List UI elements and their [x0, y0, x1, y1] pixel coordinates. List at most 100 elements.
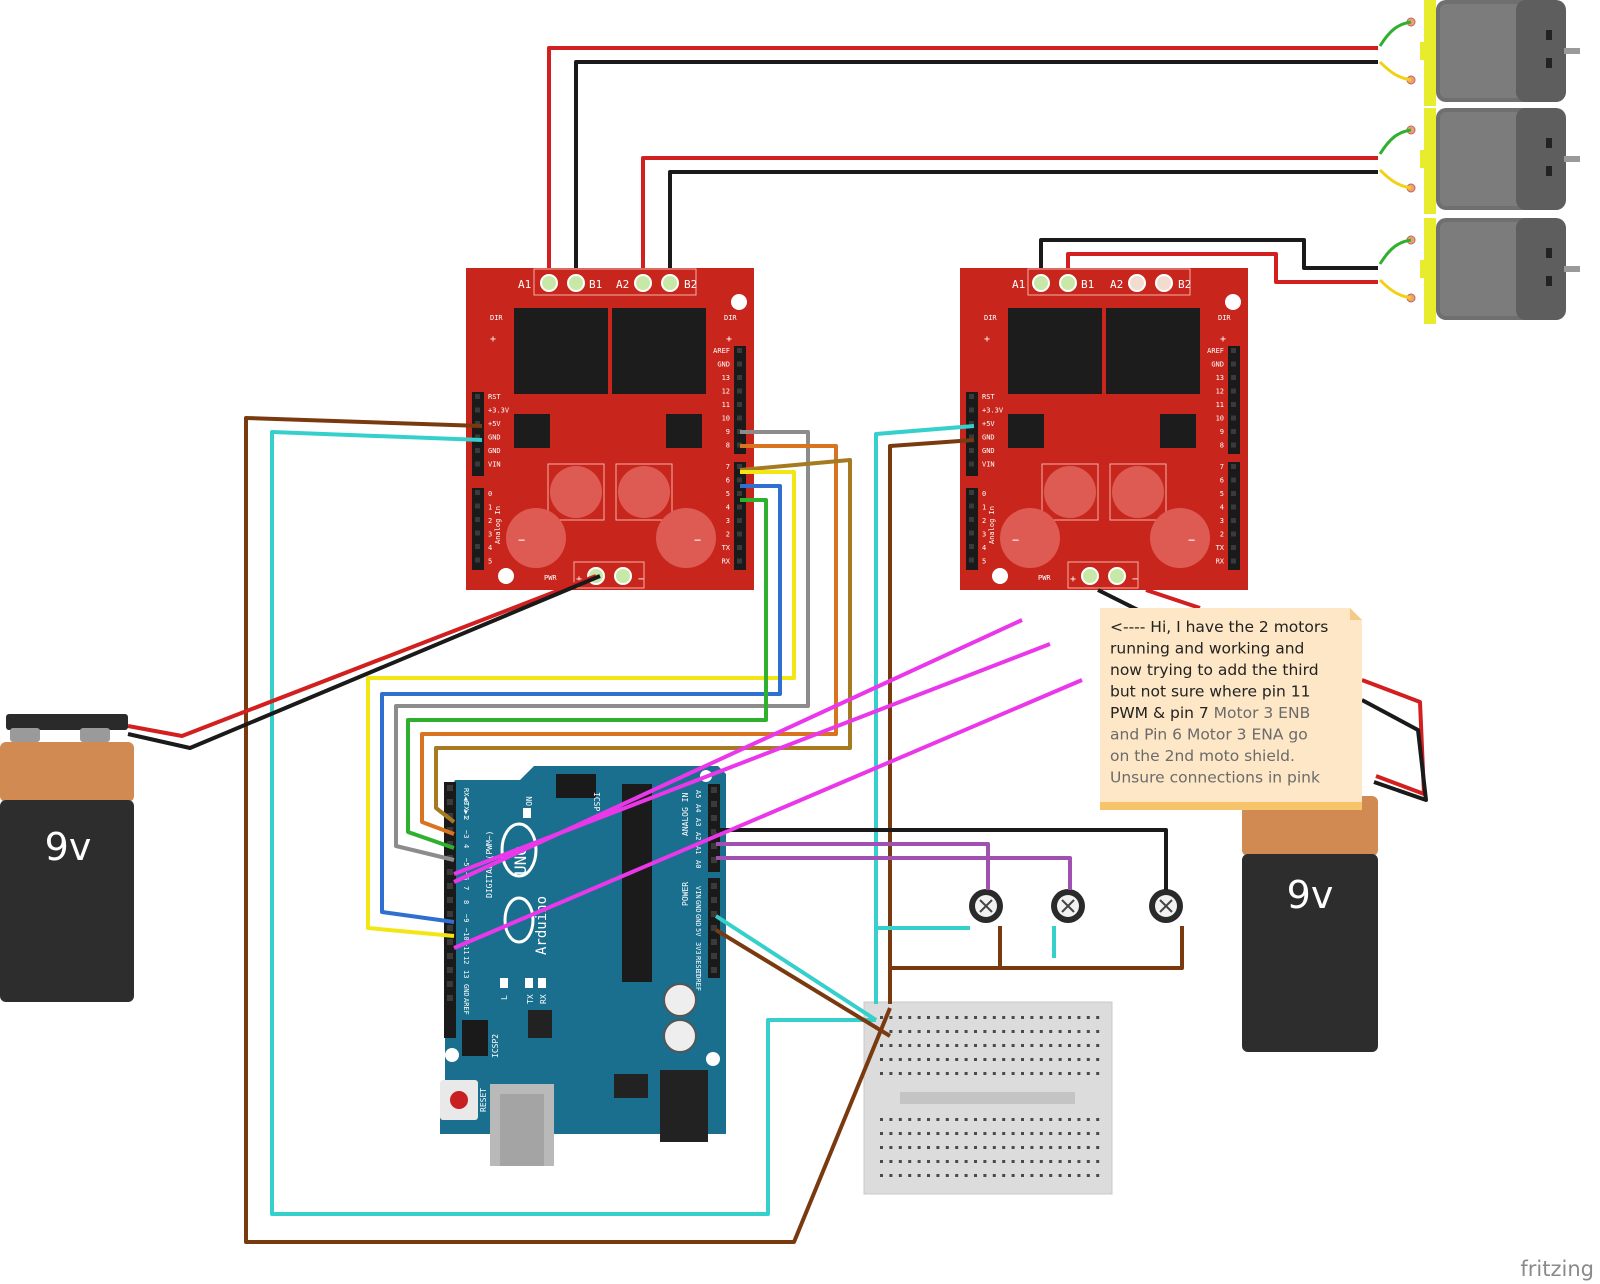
breadboard-hole[interactable]: [992, 1030, 996, 1033]
shield-pin[interactable]: [1231, 415, 1236, 421]
breadboard-hole[interactable]: [955, 1072, 959, 1075]
arduino-digital-pin[interactable]: [447, 995, 453, 1001]
breadboard-hole[interactable]: [1058, 1044, 1062, 1047]
breadboard-hole[interactable]: [898, 1016, 902, 1019]
shield-pin[interactable]: [475, 490, 480, 495]
breadboard-hole[interactable]: [1039, 1160, 1043, 1163]
shield2-power-plus-terminal[interactable]: [1081, 567, 1099, 585]
breadboard-hole[interactable]: [1086, 1058, 1090, 1061]
breadboard-hole[interactable]: [908, 1160, 912, 1163]
motor-shield-2[interactable]: A1 B1 A2 B2 − − DIR DIR + + PWR + − Anal…: [960, 268, 1248, 590]
breadboard-hole[interactable]: [1086, 1044, 1090, 1047]
breadboard-hole[interactable]: [917, 1058, 921, 1061]
breadboard-hole[interactable]: [1011, 1030, 1015, 1033]
shield-pin[interactable]: [475, 394, 480, 399]
breadboard-hole[interactable]: [992, 1016, 996, 1019]
breadboard-hole[interactable]: [1049, 1072, 1053, 1075]
breadboard-hole[interactable]: [936, 1118, 940, 1121]
breadboard-hole[interactable]: [880, 1146, 883, 1149]
shield-pin[interactable]: [737, 531, 742, 537]
shield1-terminal-b1[interactable]: [567, 274, 585, 292]
breadboard-hole[interactable]: [908, 1058, 912, 1061]
breadboard-hole[interactable]: [1011, 1118, 1015, 1121]
breadboard-hole[interactable]: [936, 1132, 940, 1135]
shield-pin[interactable]: [1231, 491, 1236, 496]
breadboard-hole[interactable]: [1049, 1016, 1053, 1019]
breadboard-hole[interactable]: [1077, 1016, 1081, 1019]
shield2-terminal-b1[interactable]: [1059, 274, 1077, 292]
breadboard-hole[interactable]: [1030, 1118, 1034, 1121]
breadboard-hole[interactable]: [898, 1058, 902, 1061]
breadboard-hole[interactable]: [880, 1016, 883, 1019]
shield-pin[interactable]: [475, 461, 480, 467]
breadboard-hole[interactable]: [936, 1174, 940, 1177]
breadboard-hole[interactable]: [927, 1174, 930, 1177]
breadboard-hole[interactable]: [1096, 1160, 1100, 1163]
breadboard-hole[interactable]: [1002, 1030, 1006, 1033]
arduino-power-pin[interactable]: [711, 925, 717, 931]
breadboard-hole[interactable]: [936, 1146, 940, 1149]
breadboard-hole[interactable]: [1011, 1072, 1015, 1075]
breadboard-hole[interactable]: [1039, 1016, 1043, 1019]
breadboard-hole[interactable]: [1086, 1072, 1090, 1075]
breadboard-hole[interactable]: [955, 1058, 959, 1061]
shield-pin[interactable]: [1231, 504, 1236, 510]
breadboard-hole[interactable]: [945, 1044, 949, 1047]
breadboard-hole[interactable]: [1002, 1160, 1006, 1163]
shield-pin[interactable]: [475, 407, 480, 413]
breadboard-hole[interactable]: [964, 1030, 968, 1033]
breadboard-hole[interactable]: [1058, 1016, 1062, 1019]
breadboard-hole[interactable]: [964, 1072, 968, 1075]
arduino-digital-pin[interactable]: [447, 883, 453, 889]
breadboard-hole[interactable]: [1021, 1016, 1024, 1019]
breadboard-hole[interactable]: [1002, 1132, 1006, 1135]
breadboard-hole[interactable]: [908, 1146, 912, 1149]
breadboard-hole[interactable]: [1096, 1174, 1100, 1177]
arduino-digital-pin[interactable]: [447, 897, 453, 903]
breadboard-hole[interactable]: [1096, 1044, 1100, 1047]
breadboard-hole[interactable]: [936, 1016, 940, 1019]
breadboard-hole[interactable]: [889, 1174, 893, 1177]
shield-pin[interactable]: [737, 545, 742, 550]
breadboard-hole[interactable]: [1096, 1132, 1100, 1135]
shield-pin[interactable]: [1231, 348, 1236, 353]
breadboard-hole[interactable]: [1039, 1030, 1043, 1033]
breadboard-hole[interactable]: [964, 1016, 968, 1019]
breadboard-hole[interactable]: [917, 1044, 921, 1047]
breadboard-hole[interactable]: [1011, 1016, 1015, 1019]
breadboard-hole[interactable]: [927, 1030, 930, 1033]
breadboard-hole[interactable]: [1096, 1118, 1100, 1121]
breadboard-hole[interactable]: [936, 1044, 940, 1047]
breadboard-hole[interactable]: [889, 1132, 893, 1135]
breadboard-hole[interactable]: [983, 1146, 987, 1149]
breadboard-hole[interactable]: [1030, 1132, 1034, 1135]
breadboard-hole[interactable]: [945, 1072, 949, 1075]
shield-pin[interactable]: [737, 558, 742, 564]
breadboard-hole[interactable]: [945, 1160, 949, 1163]
breadboard-hole[interactable]: [992, 1146, 996, 1149]
breadboard-hole[interactable]: [1058, 1146, 1062, 1149]
arduino-digital-pin[interactable]: [447, 799, 453, 805]
breadboard-hole[interactable]: [936, 1030, 940, 1033]
breadboard-hole[interactable]: [1086, 1146, 1090, 1149]
breadboard-hole[interactable]: [927, 1132, 930, 1135]
shield-pin[interactable]: [969, 530, 974, 536]
breadboard-hole[interactable]: [1049, 1118, 1053, 1121]
breadboard-hole[interactable]: [974, 1030, 977, 1033]
dc-motor-2[interactable]: [1378, 108, 1580, 214]
breadboard-hole[interactable]: [880, 1058, 883, 1061]
shield-pin[interactable]: [969, 544, 974, 549]
breadboard-hole[interactable]: [1096, 1058, 1100, 1061]
breadboard-hole[interactable]: [1002, 1016, 1006, 1019]
shield-pin[interactable]: [737, 477, 742, 483]
breadboard-hole[interactable]: [1030, 1030, 1034, 1033]
breadboard-hole[interactable]: [1077, 1132, 1081, 1135]
arduino-power-pin[interactable]: [711, 883, 717, 889]
breadboard-hole[interactable]: [889, 1118, 893, 1121]
shield-pin[interactable]: [475, 434, 480, 440]
shield2-power-minus-terminal[interactable]: [1108, 567, 1126, 585]
breadboard-hole[interactable]: [1049, 1030, 1053, 1033]
breadboard-hole[interactable]: [908, 1044, 912, 1047]
breadboard-hole[interactable]: [1011, 1160, 1015, 1163]
breadboard-hole[interactable]: [1096, 1030, 1100, 1033]
